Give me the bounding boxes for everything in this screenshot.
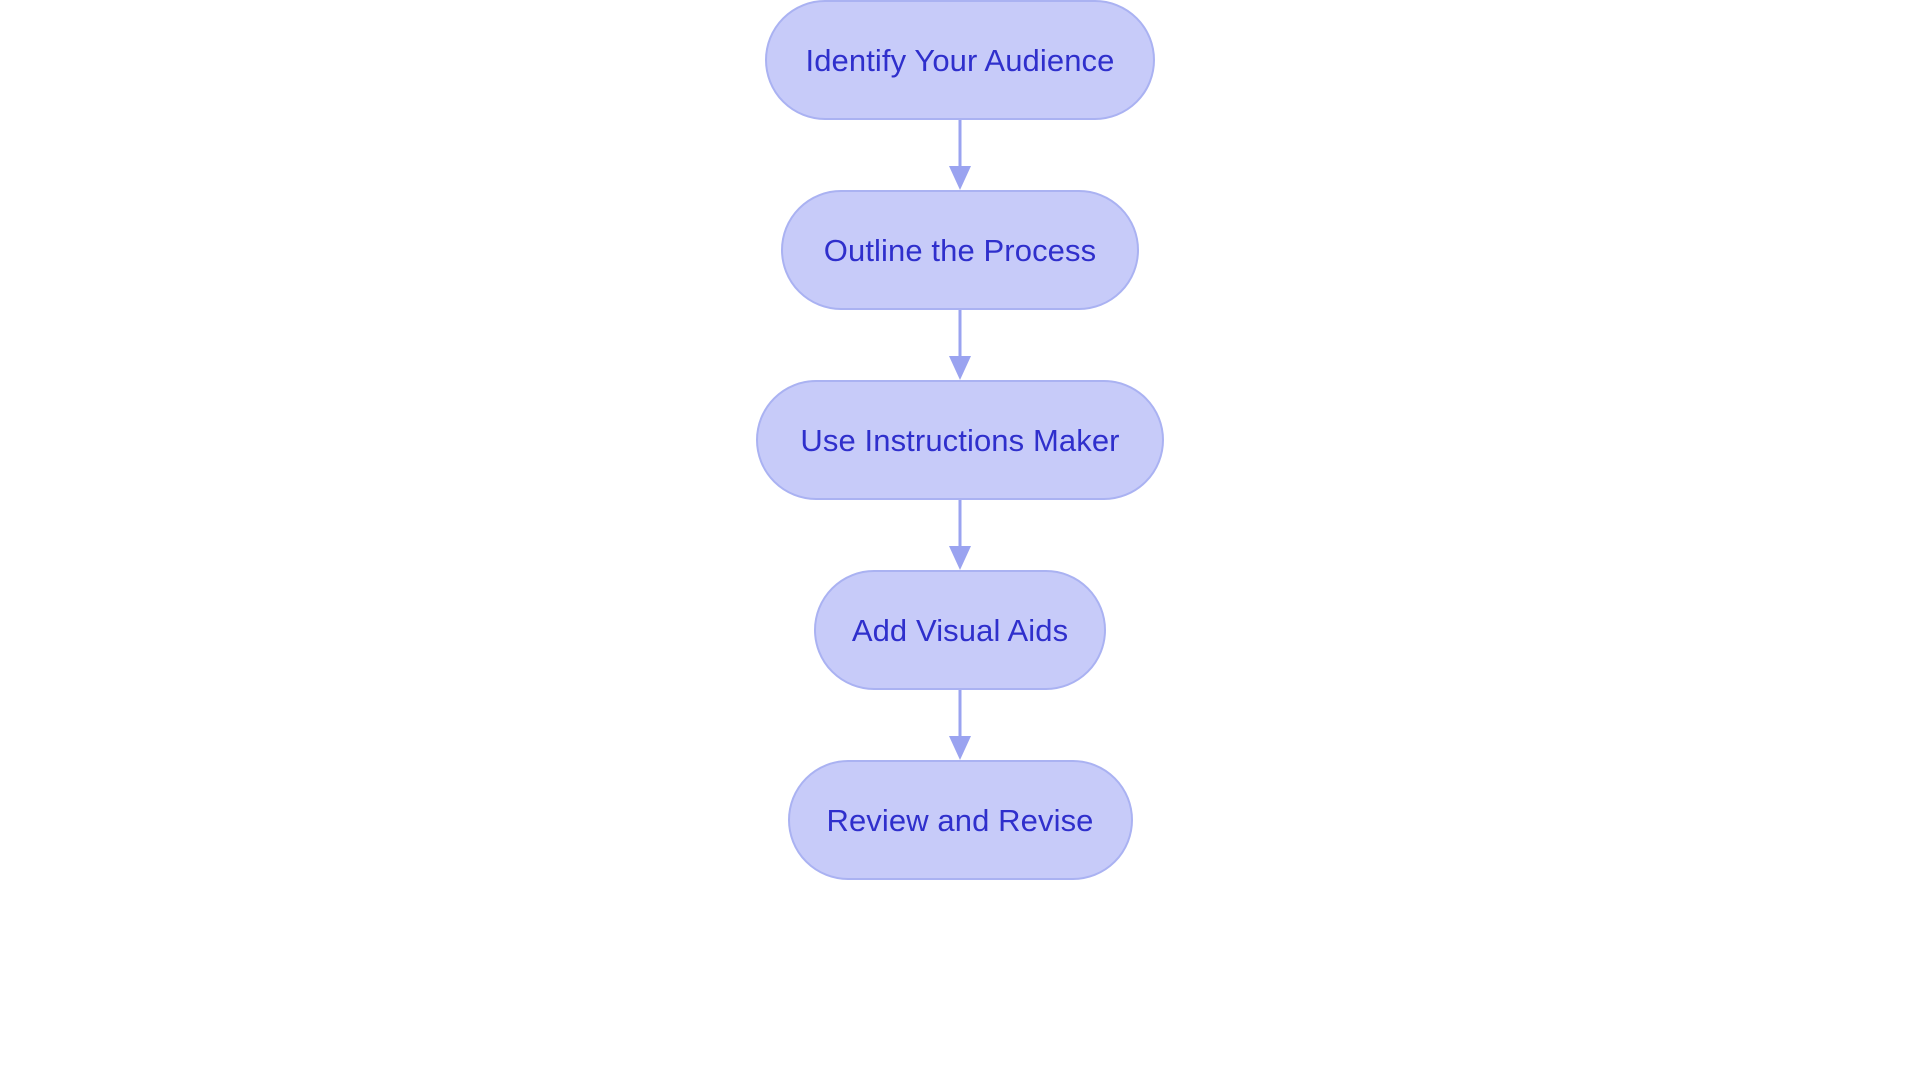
down-arrow-icon [949,690,971,760]
flow-node-label: Use Instructions Maker [800,422,1120,458]
flow-edge-n2-n3 [948,310,972,380]
flow-node-identify-your-audience[interactable]: Identify Your Audience [765,0,1155,120]
flow-node-add-visual-aids[interactable]: Add Visual Aids [814,570,1106,690]
flow-node-label: Review and Revise [826,802,1094,838]
flow-node-label: Identify Your Audience [805,42,1115,78]
down-arrow-icon [949,500,971,570]
down-arrow-icon [949,120,971,190]
down-arrow-icon [949,310,971,380]
flow-node-use-instructions-maker[interactable]: Use Instructions Maker [756,380,1164,500]
flow-node-review-and-revise[interactable]: Review and Revise [787,760,1133,880]
flow-edge-n4-n5 [948,690,972,760]
flow-node-label: Add Visual Aids [851,612,1069,648]
flow-edge-n1-n2 [948,120,972,190]
flow-edge-n3-n4 [948,500,972,570]
flow-node-label: Outline the Process [823,232,1097,268]
flow-node-outline-the-process[interactable]: Outline the Process [781,190,1139,310]
